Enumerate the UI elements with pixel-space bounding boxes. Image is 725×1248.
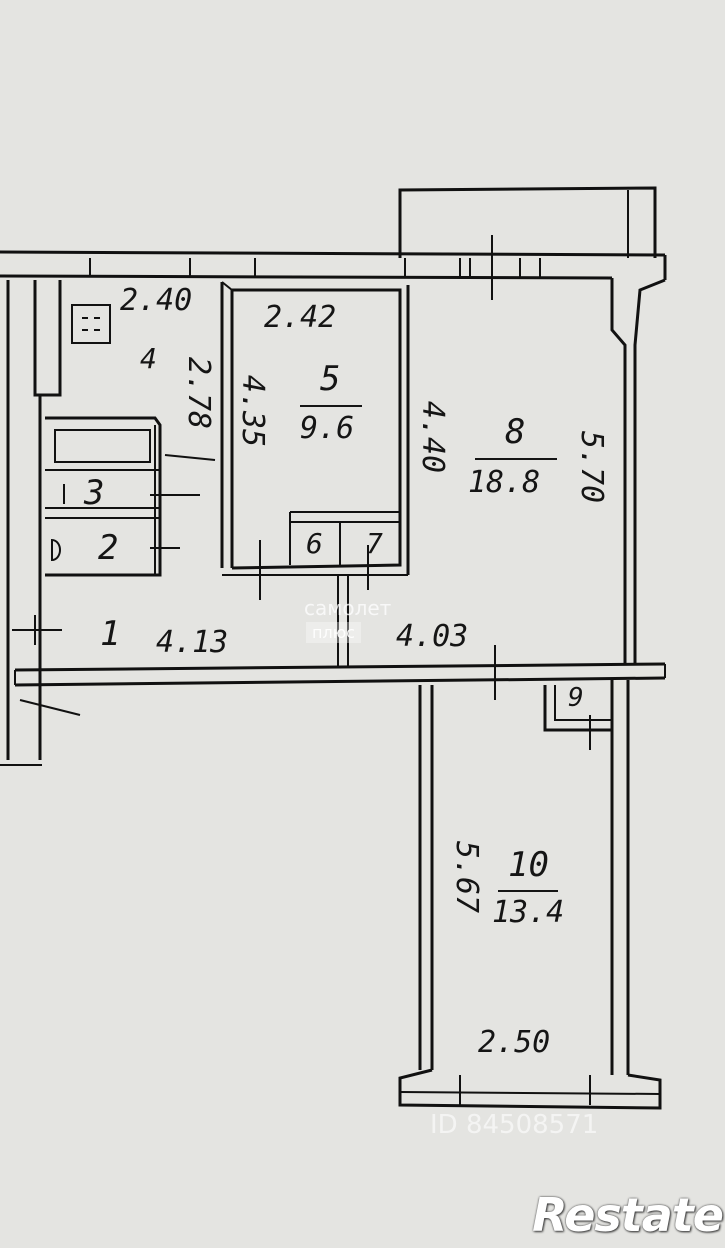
room-area-10: 13.4: [492, 895, 565, 930]
room-number-7: 7: [366, 527, 383, 560]
dimension-hall-right: 4.03: [396, 619, 469, 654]
room-number-5: 5: [320, 359, 341, 399]
dimension-room10-width: 2.50: [478, 1025, 551, 1060]
brand-logo: Restate: [532, 1188, 724, 1242]
dimension-room8-depth: 5.70: [574, 430, 610, 504]
room-number-8: 8: [505, 412, 526, 452]
wet-rooms: [45, 416, 216, 577]
room-number-6: 6: [306, 527, 323, 560]
watermark-center-bottom: плюс: [306, 622, 361, 643]
exterior-wall-left: [0, 280, 81, 766]
room-5-walls: [222, 285, 410, 668]
dimension-room10-depth: 5.67: [449, 840, 485, 914]
room-area-8: 18.8: [468, 465, 541, 500]
dimension-room8-left: 4.40: [415, 400, 451, 474]
room-number-9: 9: [568, 683, 584, 713]
kitchen-walls: [71, 281, 234, 568]
room-10-walls: [398, 680, 662, 1110]
dimension-kitchen-width: 2.40: [120, 283, 193, 318]
exterior-wall-top: [0, 235, 667, 300]
room-number-2: 2: [98, 528, 119, 568]
dimension-kitchen-depth: 2.78: [181, 356, 217, 430]
room-8-fraction-line: [475, 458, 557, 460]
dimension-room5-depth: 4.35: [235, 374, 271, 448]
room-number-10: 10: [508, 845, 549, 885]
dimension-hall-left: 4.13: [156, 625, 229, 660]
watermark-id: ID 84508571: [430, 1110, 599, 1140]
room-number-3: 3: [84, 473, 105, 513]
balcony: [398, 186, 657, 258]
room-5-fraction-line: [300, 405, 362, 407]
room-8-walls: [610, 278, 666, 665]
room-number-1: 1: [100, 614, 121, 654]
room-number-4: 4: [140, 342, 157, 375]
watermark-center-top: самолет: [304, 596, 392, 620]
room-area-5: 9.6: [300, 411, 355, 446]
corridor-wall: [14, 645, 666, 700]
room-10-fraction-line: [498, 890, 558, 892]
dimension-room5-width: 2.42: [264, 300, 337, 335]
